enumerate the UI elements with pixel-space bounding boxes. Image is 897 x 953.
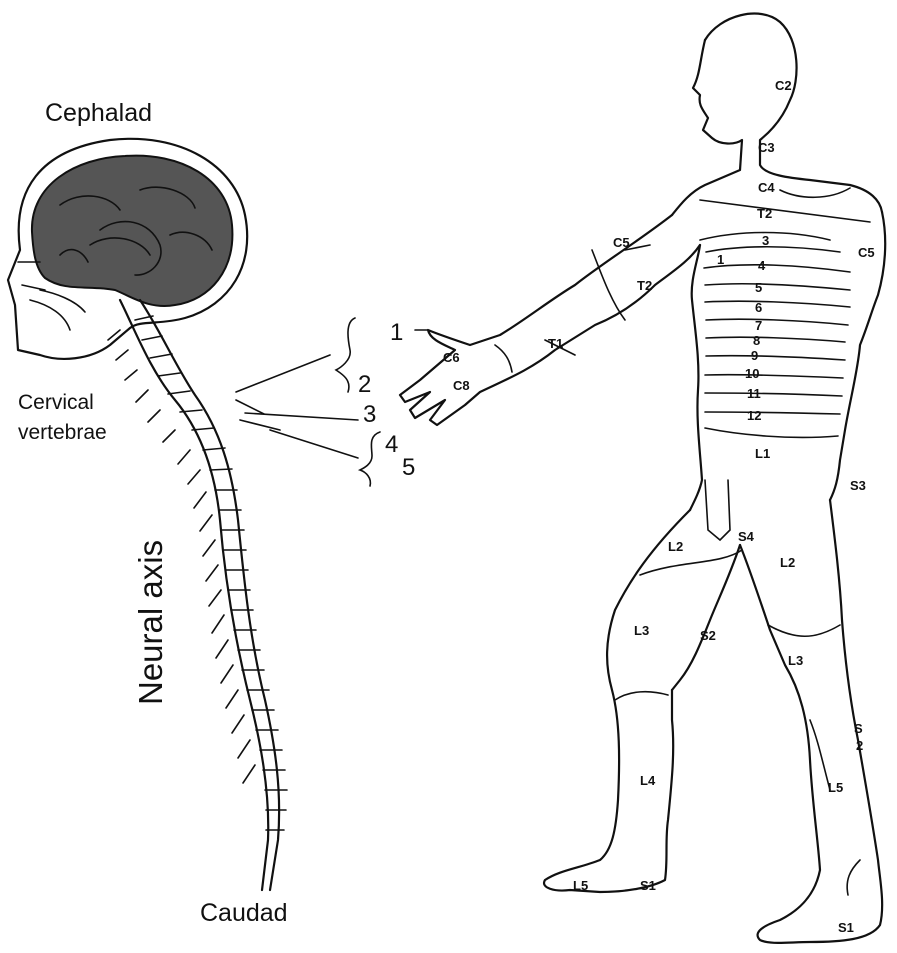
pointer-number-4: 4 xyxy=(385,431,398,458)
dermatome-c8: C8 xyxy=(453,378,470,393)
dermatome-t10: 10 xyxy=(745,366,759,381)
dermatome-l5-right: L5 xyxy=(828,780,843,795)
cervical-label-line2: vertebrae xyxy=(18,421,107,444)
dermatome-s3: S3 xyxy=(850,478,866,493)
dermatome-s1-right: S1 xyxy=(838,920,854,935)
neural-axis-label: Neural axis xyxy=(132,540,169,705)
dermatome-l4: L4 xyxy=(640,773,656,788)
dermatome-c3: C3 xyxy=(758,140,775,155)
pointer-number-5: 5 xyxy=(402,454,415,481)
dermatome-s2-leg: S2 xyxy=(700,628,716,643)
dermatome-s4: S4 xyxy=(738,529,755,544)
dermatome-t11: 11 xyxy=(747,386,761,401)
dermatome-t9: 9 xyxy=(751,348,758,363)
dermatome-c6: C6 xyxy=(443,350,460,365)
cephalad-label: Cephalad xyxy=(45,99,152,127)
dermatome-c2: C2 xyxy=(775,78,792,93)
pointer-number-1: 1 xyxy=(390,319,403,346)
cervical-label-line1: Cervical xyxy=(18,391,94,414)
dermatome-l3-right: L3 xyxy=(788,653,803,668)
dermatome-l5-foot: L5 xyxy=(573,878,588,893)
dermatome-t2-arm: T2 xyxy=(637,278,652,293)
dermatome-t1: T1 xyxy=(548,336,563,351)
dermatome-t1-small: 1 xyxy=(717,252,724,267)
dermatome-labels: C2 C3 C4 T2 C5 C5 T2 T1 C6 C8 3 1 4 5 6 … xyxy=(443,78,875,935)
dermatome-t5: 5 xyxy=(755,280,762,295)
dermatome-t4: 4 xyxy=(758,258,766,273)
dermatome-l2-right: L2 xyxy=(780,555,795,570)
dermatome-t7: 7 xyxy=(755,318,762,333)
pointer-number-2: 2 xyxy=(358,371,371,398)
dermatome-t12: 12 xyxy=(747,408,761,423)
dermatome-s2-right-b: 2 xyxy=(856,738,863,753)
dermatome-t6: 6 xyxy=(755,300,762,315)
caudad-label: Caudad xyxy=(200,899,288,927)
dermatome-c5-right: C5 xyxy=(858,245,875,260)
dermatome-t8: 8 xyxy=(753,333,760,348)
dermatome-c5-arm: C5 xyxy=(613,235,630,250)
dermatome-s2-right: S xyxy=(854,721,863,736)
dermatome-t3: 3 xyxy=(762,233,769,248)
pointer-number-3: 3 xyxy=(363,401,376,428)
dermatome-t2-upper: T2 xyxy=(757,206,772,221)
skull-and-brain-illustration xyxy=(8,139,247,359)
dermatome-c4: C4 xyxy=(758,180,775,195)
dermatome-l1: L1 xyxy=(755,446,770,461)
dermatome-s1-foot: S1 xyxy=(640,878,656,893)
dermatome-l2-left: L2 xyxy=(668,539,683,554)
dermatome-l3-left: L3 xyxy=(634,623,649,638)
human-figure-illustration xyxy=(400,14,885,943)
